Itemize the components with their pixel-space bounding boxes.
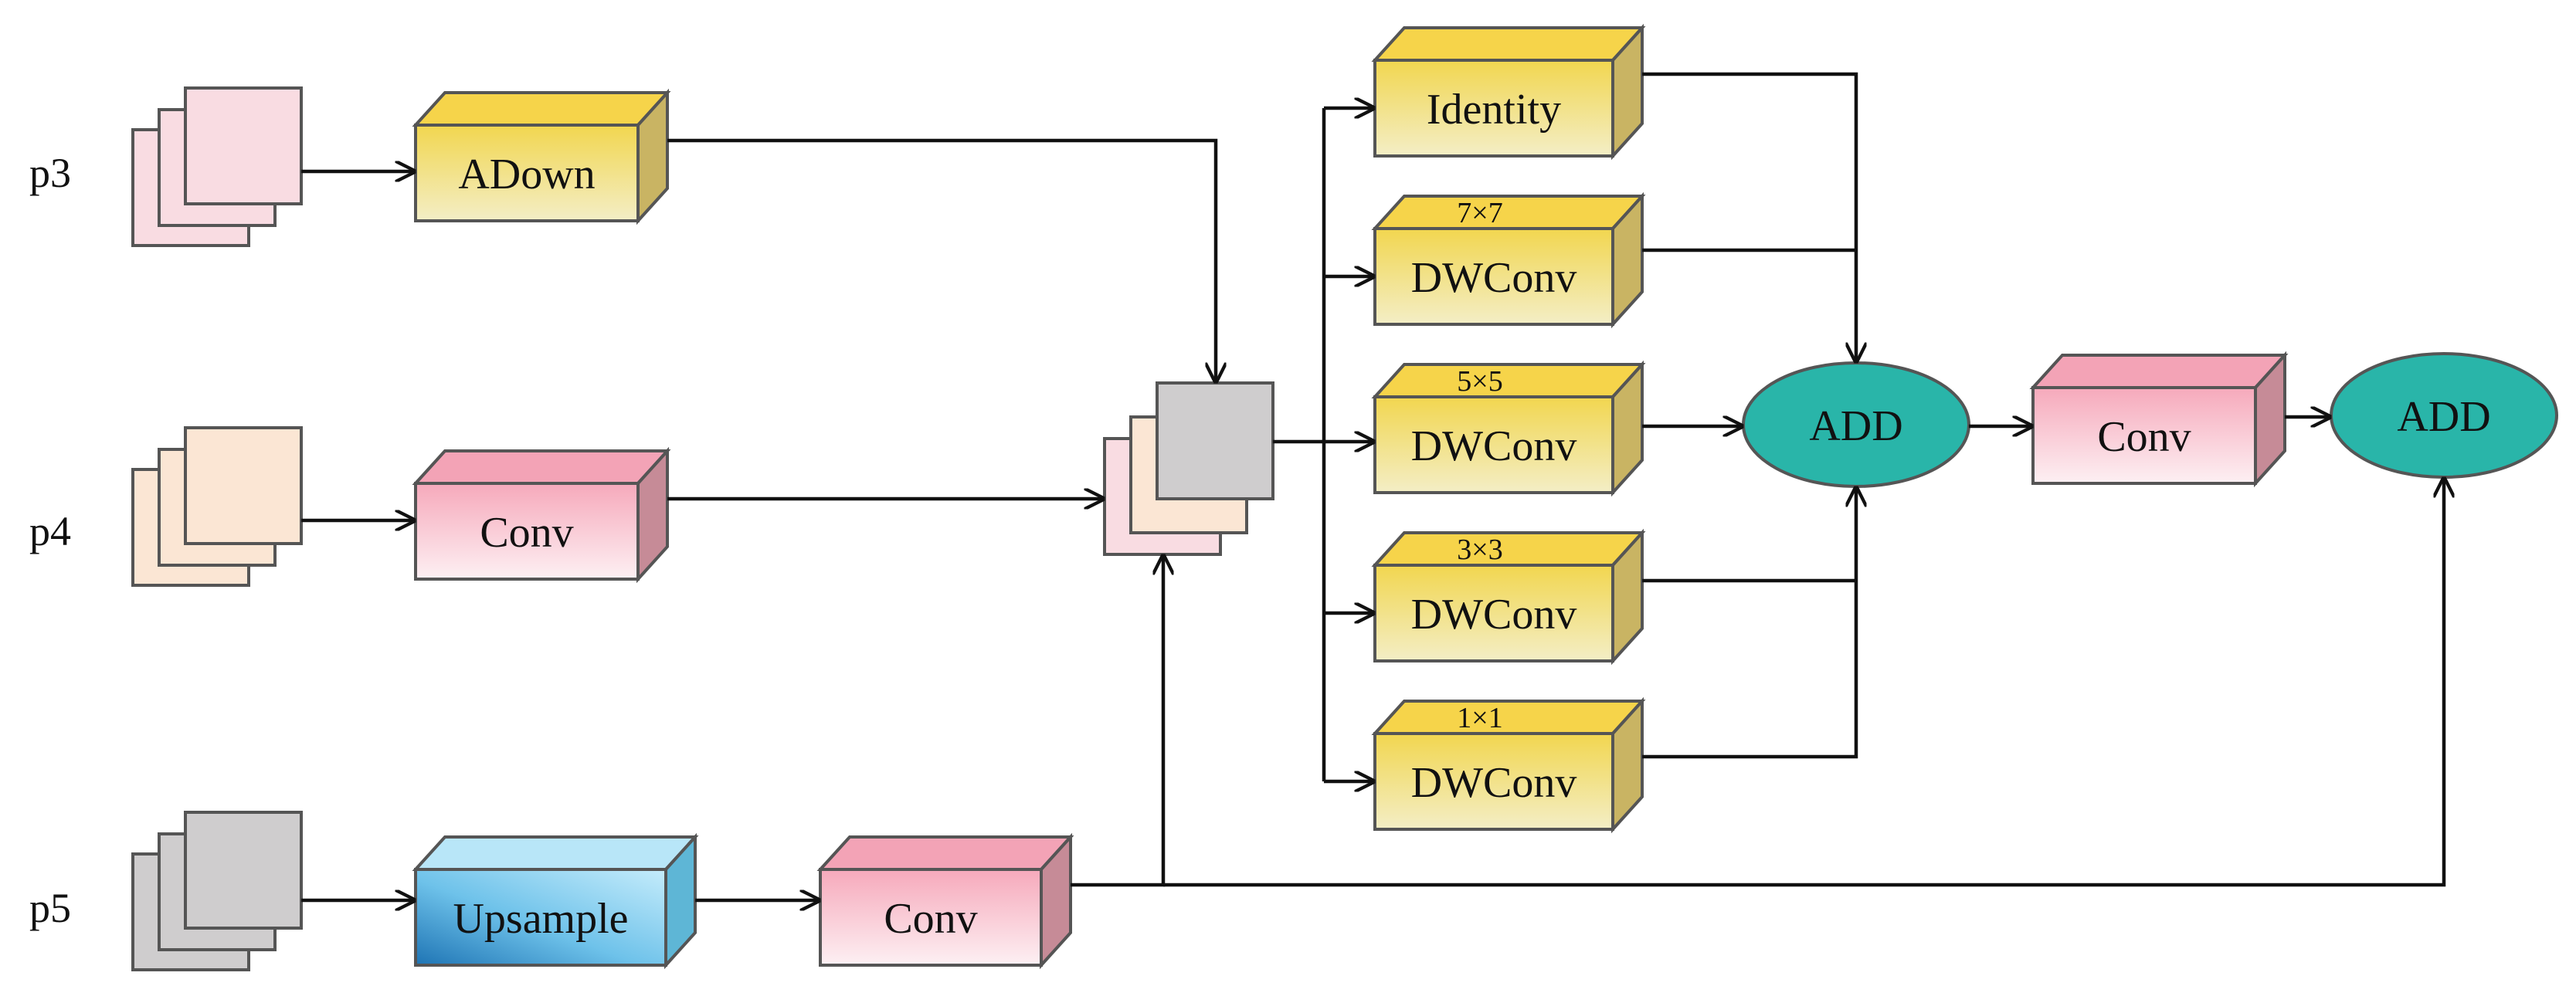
adown-label: ADown: [458, 151, 595, 198]
p5-label: p5: [29, 885, 71, 931]
edge-dw1-add: [1642, 488, 1856, 759]
identity-block: [1371, 23, 1646, 161]
dwconv-7x7-kernel: 7×7: [1457, 197, 1502, 229]
edge-skip-add2: [1163, 479, 2444, 887]
upsample-block: [412, 832, 699, 970]
conv-p5-label: Conv: [884, 895, 977, 943]
p4-feature-stack: [131, 426, 303, 587]
dwconv-5x5-block: [1371, 360, 1646, 497]
adown-block: [412, 88, 671, 225]
conv-out-label: Conv: [2097, 413, 2191, 461]
edge-conv-p5-concat: [1071, 556, 1163, 887]
upsample-label: Upsample: [453, 895, 628, 943]
conv-p4-label: Conv: [480, 509, 573, 557]
edge-identity-add: [1642, 72, 1856, 361]
p3-label: p3: [29, 150, 71, 196]
identity-label: Identity: [1427, 86, 1561, 134]
p3-feature-stack: [131, 86, 303, 247]
conv-p5-block: [816, 832, 1074, 970]
dwconv-1x1-label: DWConv: [1411, 759, 1577, 807]
add-node-1-label: ADD: [1809, 402, 1902, 450]
dwconv-5x5-label: DWConv: [1411, 422, 1577, 470]
conv-p4-block: [412, 446, 671, 584]
concat-feature-stack: [1103, 381, 1274, 556]
dwconv-5x5-kernel: 5×5: [1457, 365, 1502, 398]
dwconv-3x3-block: [1371, 528, 1646, 666]
dwconv-3x3-label: DWConv: [1411, 591, 1577, 639]
dwconv-3x3-kernel: 3×3: [1457, 534, 1502, 566]
connectors: [301, 72, 2444, 900]
conv-out-block: [2029, 351, 2289, 488]
edge-adown-concat: [667, 138, 1216, 381]
dwconv-7x7-block: [1371, 191, 1646, 329]
p4-label: p4: [29, 508, 71, 554]
dwconv-1x1-kernel: 1×1: [1457, 702, 1502, 734]
dwconv-7x7-label: DWConv: [1411, 254, 1577, 302]
add-node-2-label: ADD: [2397, 393, 2490, 441]
dwconv-1x1-block: [1371, 696, 1646, 834]
p5-feature-stack: [131, 811, 303, 971]
